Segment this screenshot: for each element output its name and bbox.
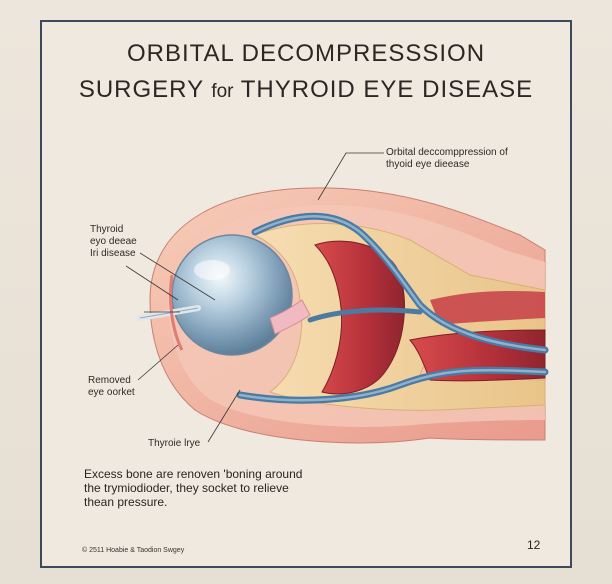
label-orbital-decompression: Orbital deccomppression of thyoid eye di…	[386, 147, 508, 170]
caption: Excess bone are renoven 'boning around t…	[84, 467, 303, 509]
label-thyroid-eye: Thyroie lrye	[148, 438, 201, 449]
leader-thyroid	[139, 252, 216, 301]
label-thyroid: Thyroid eyo deeae Iri disease	[90, 224, 137, 259]
connecting-vessel	[307, 307, 423, 323]
title-line-2: SURGERY for THYROID EYE DISEASE	[0, 78, 612, 102]
title-word-surgery: SURGERY	[78, 76, 204, 103]
leader-thyroid-eye	[207, 389, 241, 443]
eyelid-edge	[168, 274, 184, 351]
title-connector: for	[211, 81, 234, 102]
muscle-upper-right	[430, 290, 545, 325]
title-line-1: ORBITAL DECOMPRESSSION	[126, 40, 486, 67]
footer-copyright: © 2511 Hoabie & Taodion Swgey	[82, 547, 185, 554]
eyeball	[171, 234, 293, 356]
page-number: 12	[527, 538, 541, 552]
title-disease: THYROID EYE DISEASE	[240, 76, 534, 103]
optic-nerve-stalk	[269, 299, 311, 335]
leader-removed	[137, 344, 179, 381]
leader-top-right	[317, 152, 384, 201]
label-removed-socket: Removed eye oorket	[88, 375, 135, 398]
